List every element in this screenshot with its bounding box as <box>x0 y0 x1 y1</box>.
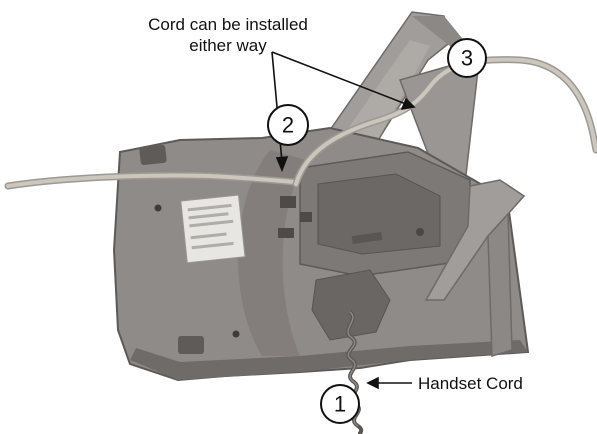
arrow-handset-head <box>366 376 379 390</box>
callout-1-number: 1 <box>334 392 346 417</box>
callout-3-number: 3 <box>461 46 473 71</box>
cord-direction-caption-text: Cord can be installed either way <box>148 15 308 55</box>
callout-2-number: 2 <box>282 113 294 138</box>
callout-1: 1 <box>320 384 360 424</box>
arrow-left-head <box>275 156 289 173</box>
callout-3: 3 <box>447 38 487 78</box>
arrow-right-line <box>271 51 407 105</box>
phone-base <box>112 126 530 382</box>
line-cord <box>4 172 298 190</box>
callout-circles: 1 2 3 <box>267 38 487 424</box>
handset-cord-caption: Handset Cord <box>418 374 523 393</box>
label-plate <box>180 194 246 264</box>
callout-2: 2 <box>267 104 309 146</box>
cord-direction-caption: Cord can be installed either way <box>118 14 338 56</box>
arrow-right-head <box>400 97 416 111</box>
lower-stand <box>424 179 526 357</box>
callout-1-arrow <box>366 376 412 390</box>
